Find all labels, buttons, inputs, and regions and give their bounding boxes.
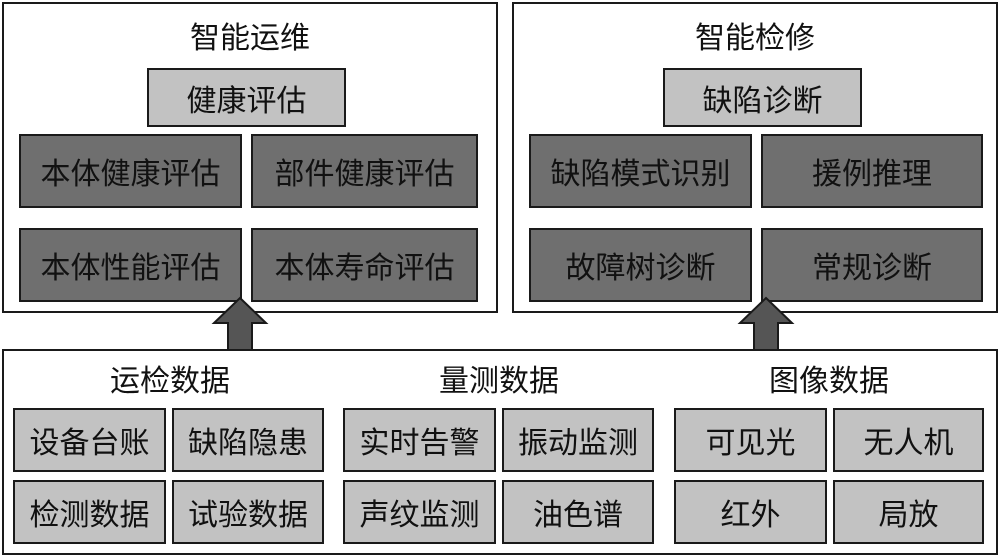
ops-item-4: 本体寿命评估 xyxy=(251,228,478,302)
data-item-ledger: 设备台账 xyxy=(13,408,166,472)
ops-header-box: 健康评估 xyxy=(147,68,346,127)
data-group-title-ops: 运检数据 xyxy=(110,364,230,399)
data-panel xyxy=(2,349,998,555)
data-item-acoustic: 声纹监测 xyxy=(343,480,496,544)
ops-item-2: 部件健康评估 xyxy=(251,134,478,208)
data-item-pd: 局放 xyxy=(833,480,984,544)
maint-item-4: 常规诊断 xyxy=(761,228,983,302)
data-item-inspection: 检测数据 xyxy=(13,480,166,544)
data-item-drone: 无人机 xyxy=(833,408,984,472)
data-item-oil: 油色谱 xyxy=(502,480,654,544)
ops-item-1: 本体健康评估 xyxy=(19,134,242,208)
data-item-test: 试验数据 xyxy=(172,480,324,544)
ops-item-3: 本体性能评估 xyxy=(19,228,242,302)
up-arrow-left-icon xyxy=(211,296,269,351)
ops-panel-title: 智能运维 xyxy=(190,21,310,56)
maint-item-3: 故障树诊断 xyxy=(529,228,752,302)
maint-item-1: 缺陷模式识别 xyxy=(529,134,752,208)
data-item-defect: 缺陷隐患 xyxy=(172,408,324,472)
maint-item-2: 援例推理 xyxy=(761,134,983,208)
data-item-visible: 可见光 xyxy=(674,408,827,472)
maint-panel-title: 智能检修 xyxy=(695,21,815,56)
data-item-alarm: 实时告警 xyxy=(343,408,496,472)
data-group-title-measure: 量测数据 xyxy=(439,364,559,399)
up-arrow-right-icon xyxy=(737,296,795,351)
data-item-vibration: 振动监测 xyxy=(502,408,654,472)
maint-header-box: 缺陷诊断 xyxy=(663,68,862,127)
data-group-title-image: 图像数据 xyxy=(769,364,889,399)
data-item-infrared: 红外 xyxy=(674,480,827,544)
